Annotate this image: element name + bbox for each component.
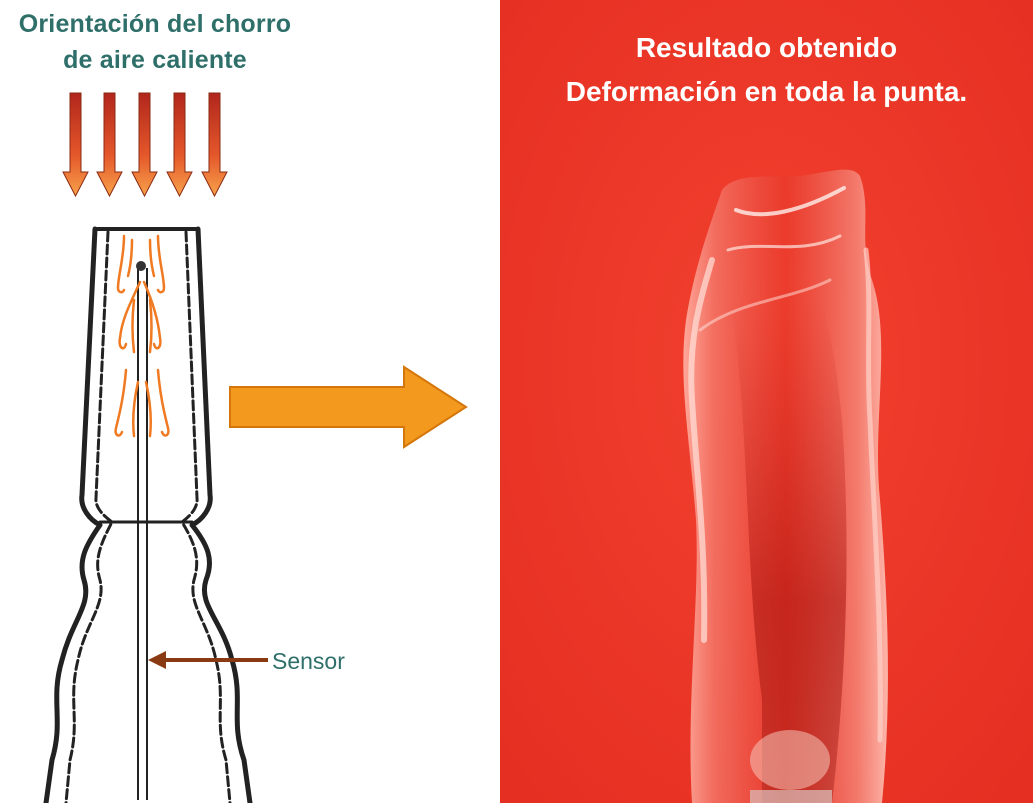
hot-air-arrow-icon	[62, 92, 89, 198]
deformed-tip-shape	[683, 169, 888, 803]
result-photo-panel: Resultado obtenido Deformación en toda l…	[500, 0, 1033, 803]
transition-arrow-icon	[229, 365, 468, 449]
sensor-label: Sensor	[272, 648, 345, 674]
nozzle-diagram	[43, 92, 468, 803]
hot-air-arrow-icon	[131, 92, 158, 198]
hot-air-arrow-icon	[96, 92, 123, 198]
diagram-panel: Orientación del chorro de aire caliente …	[0, 0, 500, 803]
sensor-wire	[136, 261, 148, 800]
hot-air-arrow-icon	[166, 92, 193, 198]
airflow-lines	[114, 234, 170, 438]
sensor-pointer-icon	[148, 651, 268, 669]
nozzle-outline	[43, 226, 253, 803]
hot-air-arrows	[62, 92, 228, 198]
result-title-line-1: Resultado obtenido	[635, 32, 898, 63]
airflow-title-line-1: Orientación del chorro	[18, 10, 292, 38]
airflow-title: Orientación del chorro de aire caliente	[0, 6, 310, 78]
result-title-line-2: Deformación en toda la punta.	[565, 76, 968, 107]
airflow-title-line-2: de aire caliente	[63, 46, 247, 74]
hot-air-arrow-icon	[201, 92, 228, 198]
deformed-tip-photo	[500, 0, 1033, 803]
result-title: Resultado obtenido Deformación en toda l…	[500, 26, 1033, 114]
